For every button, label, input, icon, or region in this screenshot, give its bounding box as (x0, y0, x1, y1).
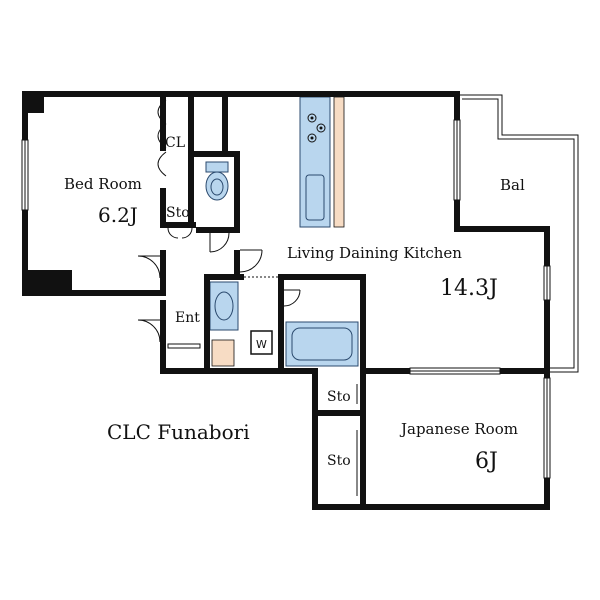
entrance-step (167, 343, 201, 349)
balcony-outline (458, 94, 579, 373)
washer-icon (250, 330, 273, 355)
stove-icon (307, 113, 326, 143)
storage-2-label: Sto (327, 453, 351, 469)
washer-label: W (256, 338, 267, 351)
toilet-icon (205, 161, 229, 201)
windows (21, 119, 551, 479)
bed-room-label: Bed Room (64, 175, 142, 193)
closet-label: CL (165, 135, 185, 151)
doors (137, 99, 364, 500)
entrance-label: Ent (175, 310, 200, 326)
ldk-size: 14.3J (440, 276, 498, 301)
bathtub-icon (285, 321, 359, 367)
japanese-room-size: 6J (475, 449, 498, 474)
laundry-counter (211, 339, 235, 367)
japanese-room-label: Japanese Room (399, 420, 518, 438)
property-name: CLC Funabori (107, 420, 250, 444)
storage-1-label: Sto (327, 389, 351, 405)
washbasin-icon (209, 281, 239, 331)
storage-bed-label: Sto (166, 205, 190, 221)
bed-room-size: 6.2J (98, 203, 138, 227)
balcony-label: Bal (500, 176, 525, 194)
kitchen-counter (299, 96, 345, 228)
ldk-label: Living Daining Kitchen (287, 244, 462, 262)
